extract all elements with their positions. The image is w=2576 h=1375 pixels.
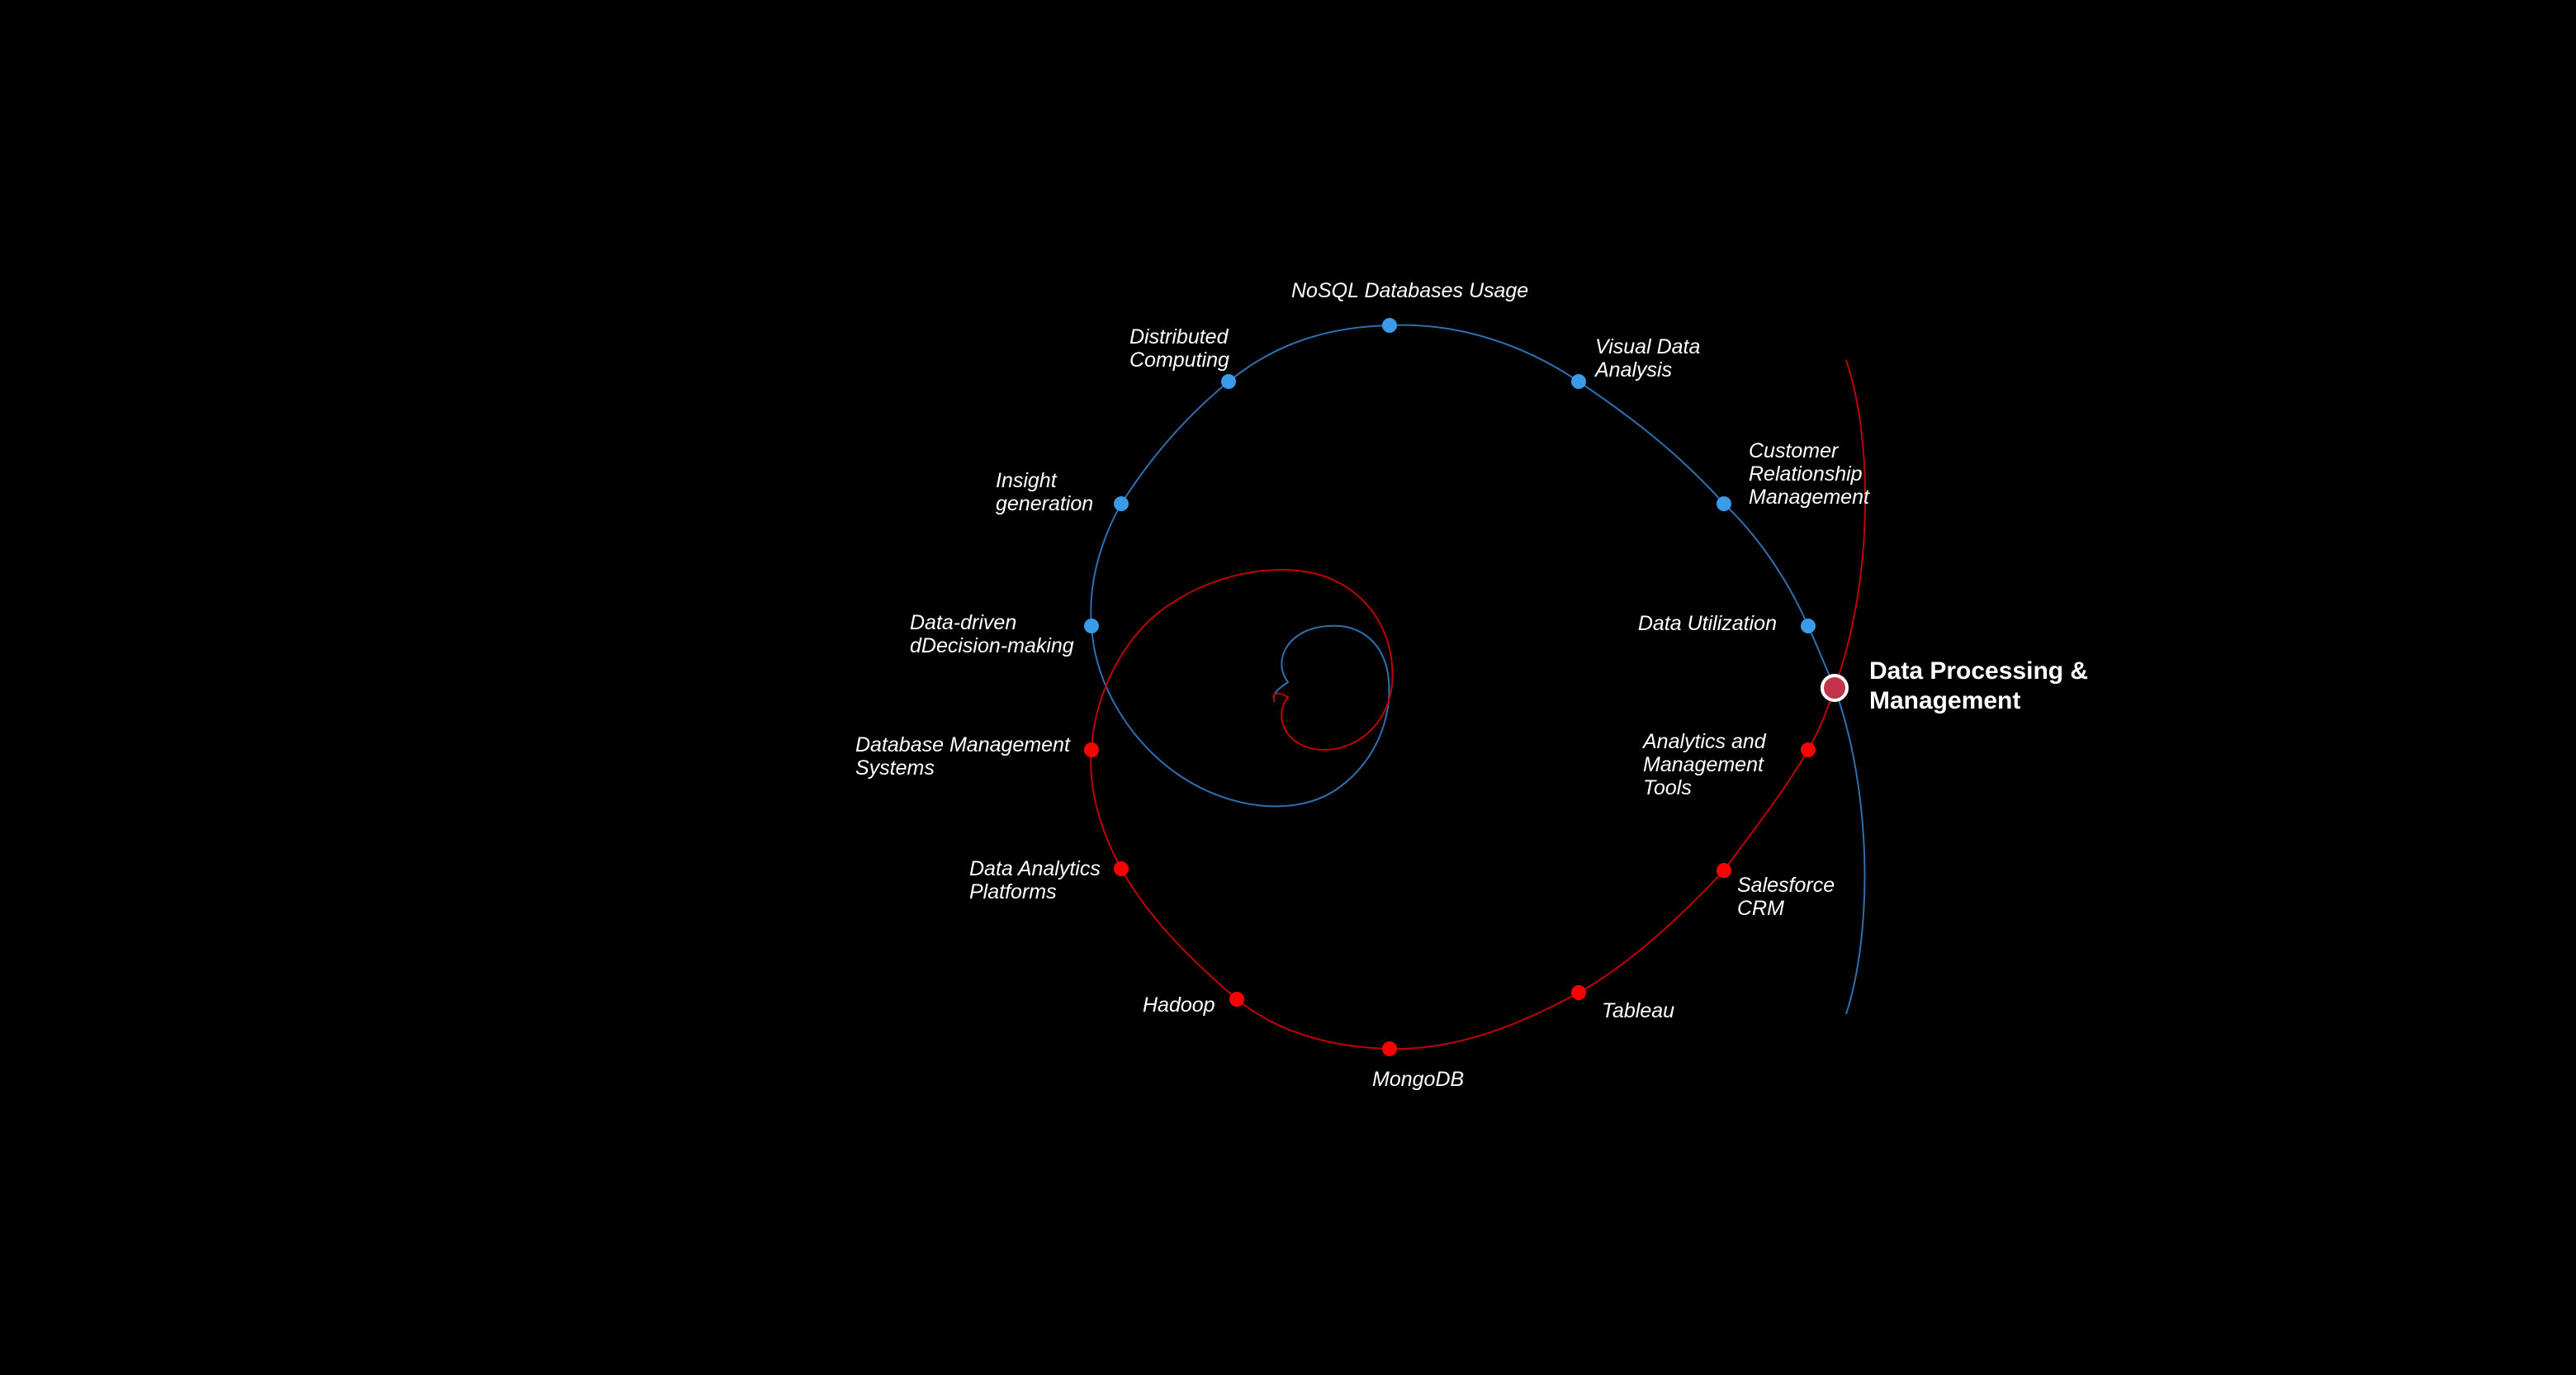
- analytics-and-management-tools-label-line-2: Management: [1643, 753, 1764, 776]
- data-analytics-platforms-dot[interactable]: [1114, 861, 1129, 876]
- red-spiral-curve: [1090, 359, 1867, 1050]
- hadoop-dot[interactable]: [1229, 992, 1244, 1007]
- data-utilization-dot[interactable]: [1801, 619, 1816, 633]
- salesforce-crm-dot[interactable]: [1717, 863, 1731, 878]
- tableau-label-line-1: Tableau: [1602, 999, 1674, 1022]
- analytics-and-management-tools-label-line-3: Tools: [1643, 776, 1692, 799]
- blue-branch: Data Utilization CustomerRelationshipMana…: [910, 279, 1870, 657]
- data-analytics-platforms-label-line-2: Platforms: [969, 880, 1057, 903]
- customer-relationship-management-dot[interactable]: [1717, 496, 1731, 511]
- data-analytics-platforms-label-line-1: Data Analytics: [969, 857, 1101, 880]
- blue-spiral-curve: [1090, 324, 1866, 1015]
- data-driven-decision-making-label-line-2: dDecision-making: [910, 634, 1074, 657]
- node-mongodb[interactable]: MongoDB: [1372, 1041, 1464, 1091]
- visual-data-analysis-label-line-1: Visual Data: [1595, 335, 1700, 358]
- tableau-dot[interactable]: [1571, 985, 1586, 1000]
- analytics-and-management-tools-label-line-1: Analytics and: [1641, 730, 1767, 753]
- center-topic[interactable]: Data Processing & Management: [1821, 657, 2088, 714]
- nosql-databases-usage-label-line-1: NoSQL Databases Usage: [1291, 279, 1528, 302]
- customer-relationship-management-label-line-2: Relationship: [1749, 462, 1863, 486]
- distributed-computing-label-line-2: Computing: [1129, 348, 1229, 372]
- analytics-and-management-tools-dot[interactable]: [1801, 742, 1816, 757]
- data-driven-decision-making-label-line-1: Data-driven: [910, 611, 1016, 634]
- database-management-systems-dot[interactable]: [1084, 742, 1099, 757]
- insight-generation-label-line-1: Insight: [996, 469, 1058, 492]
- mongodb-dot[interactable]: [1382, 1041, 1397, 1056]
- data-driven-decision-making-dot[interactable]: [1084, 619, 1099, 633]
- visual-data-analysis-dot[interactable]: [1571, 374, 1586, 389]
- distributed-computing-dot[interactable]: [1221, 374, 1236, 389]
- hadoop-label-line-1: Hadoop: [1143, 993, 1215, 1017]
- node-data-utilization[interactable]: Data Utilization: [1638, 612, 1816, 635]
- node-tableau[interactable]: Tableau: [1571, 985, 1674, 1022]
- node-nosql-databases-usage[interactable]: NoSQL Databases Usage: [1291, 279, 1528, 333]
- customer-relationship-management-label-line-1: Customer: [1749, 439, 1840, 462]
- center-node-circle[interactable]: [1821, 674, 1849, 702]
- insight-generation-dot[interactable]: [1114, 496, 1129, 511]
- connector-curves: [1090, 324, 1867, 1050]
- database-management-systems-label-line-1: Database Management: [855, 733, 1071, 756]
- nosql-databases-usage-dot[interactable]: [1382, 318, 1397, 333]
- customer-relationship-management-label-line-3: Management: [1749, 486, 1870, 509]
- salesforce-crm-label-line-2: CRM: [1737, 897, 1784, 920]
- center-topic-line-1: Data Processing &: [1869, 657, 2088, 685]
- node-hadoop[interactable]: Hadoop: [1143, 992, 1244, 1017]
- visual-data-analysis-label-line-2: Analysis: [1593, 358, 1672, 382]
- data-utilization-label-line-1: Data Utilization: [1638, 612, 1777, 635]
- mongodb-label-line-1: MongoDB: [1372, 1068, 1464, 1091]
- center-topic-line-2: Management: [1869, 687, 2020, 714]
- insight-generation-label-line-2: generation: [996, 492, 1093, 515]
- salesforce-crm-label-line-1: Salesforce: [1737, 874, 1835, 897]
- distributed-computing-label-line-1: Distributed: [1129, 325, 1229, 348]
- red-branch: Analytics andManagementToolsSalesforceCR…: [855, 730, 1835, 1091]
- database-management-systems-label-line-2: Systems: [855, 756, 935, 780]
